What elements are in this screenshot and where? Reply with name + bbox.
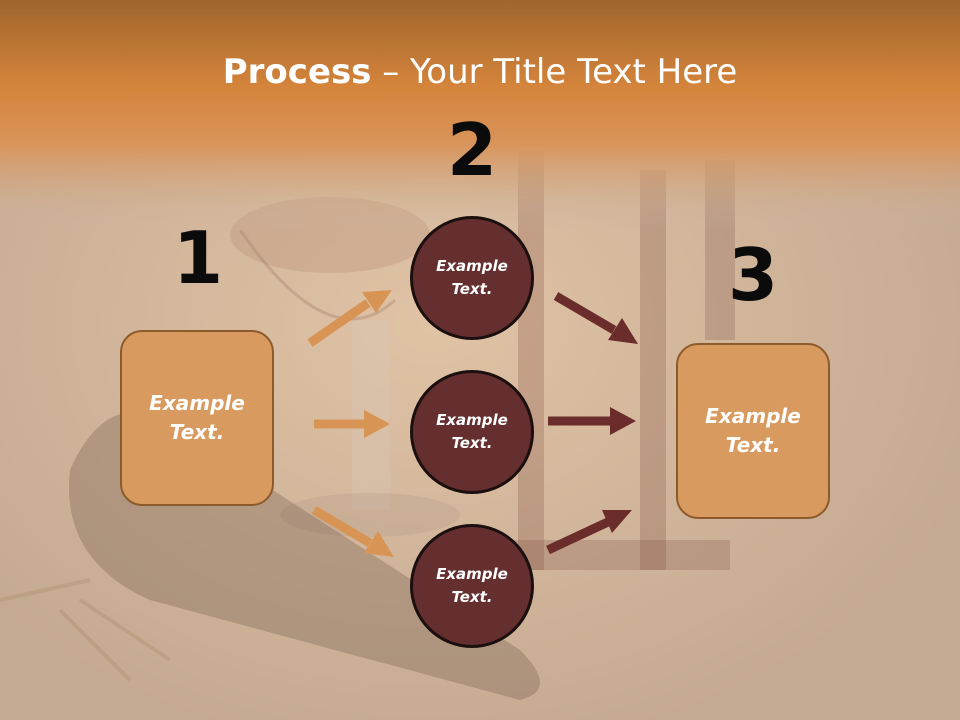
step-2-circle-top: Example Text. bbox=[410, 216, 534, 340]
step-2-circle-middle: Example Text. bbox=[410, 370, 534, 494]
title-rest: – Your Title Text Here bbox=[371, 52, 738, 92]
step-2-text-bottom: Example Text. bbox=[436, 565, 508, 606]
step-2-circle-bottom: Example Text. bbox=[410, 524, 534, 648]
step-3-box: Example Text. bbox=[676, 343, 830, 519]
step-3-number: 3 bbox=[727, 233, 779, 317]
arrow-2-to-3-top bbox=[553, 292, 638, 344]
step-1-box: Example Text. bbox=[120, 330, 274, 506]
arrow-1-to-2-bottom bbox=[311, 506, 394, 557]
step-2-text-middle: Example Text. bbox=[436, 411, 508, 452]
arrow-2-to-3-middle bbox=[548, 407, 636, 435]
step-2-number: 2 bbox=[446, 108, 498, 192]
arrow-1-to-2-middle bbox=[314, 410, 390, 438]
arrow-1-to-2-top bbox=[307, 290, 392, 347]
step-1-number: 1 bbox=[172, 216, 224, 300]
arrow-2-to-3-bottom bbox=[546, 510, 632, 555]
title-bold: Process bbox=[222, 52, 372, 92]
step-2-text-top: Example Text. bbox=[436, 257, 508, 298]
step-3-text: Example Text. bbox=[705, 404, 801, 457]
step-1-text: Example Text. bbox=[149, 391, 245, 444]
slide-title: Process – Your Title Text Here bbox=[0, 52, 960, 92]
